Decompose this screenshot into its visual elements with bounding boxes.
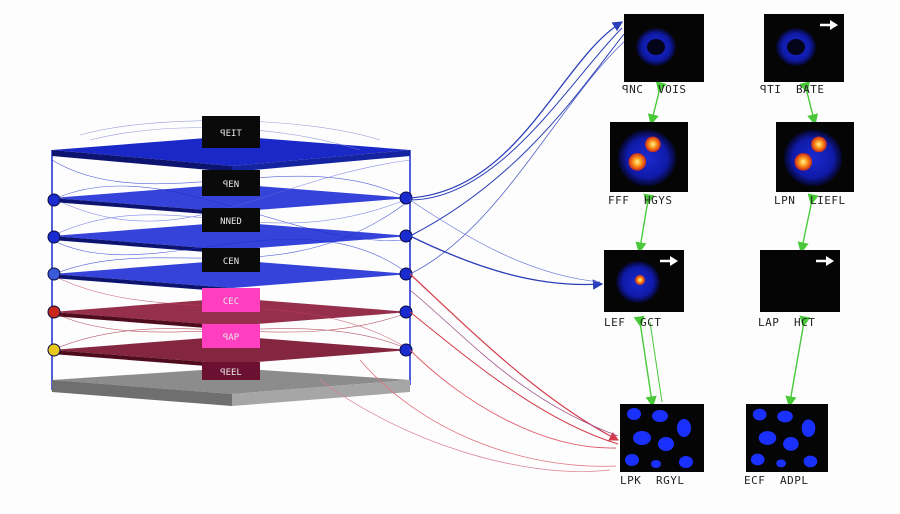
arrow-right-icon	[660, 256, 678, 266]
label-block-3: CEN	[202, 248, 260, 272]
label-block-0: ꟼEIT	[202, 116, 260, 148]
label-block-5-text: ꟼAP	[223, 333, 240, 343]
panel-p5-caption-left: LEF	[604, 316, 626, 329]
panel-p7-caption-right: RGYL	[656, 474, 685, 487]
label-block-2-text: NNED	[220, 217, 242, 227]
label-block-4: CEC	[202, 288, 260, 312]
panel-p8-caption-right: ADPL	[780, 474, 809, 487]
arrow-right-icon	[820, 20, 838, 30]
label-block-6: ꟼEEL	[202, 362, 260, 380]
panel-p6-caption-left: LAP	[758, 316, 780, 329]
label-block-2: NNED	[202, 208, 260, 232]
label-block-1-text: ꟼEN	[223, 180, 239, 190]
label-block-0-text: ꟼEIT	[220, 129, 242, 139]
blue-layer-1	[52, 136, 410, 172]
panel-p4-caption-right: LIEFL	[810, 194, 846, 207]
panel-p7-image	[620, 404, 704, 472]
label-block-3-text: CEN	[223, 257, 239, 267]
base-slab	[52, 368, 410, 394]
panel-p2-image	[764, 14, 844, 82]
red-layer-2	[52, 336, 410, 368]
panel-p3-image	[610, 122, 688, 192]
blue-layer-4	[52, 260, 410, 292]
panel-p6-caption-right: HCT	[794, 316, 816, 329]
panel-p1-caption-right: VOIS	[658, 83, 687, 96]
panel-p5-image	[604, 250, 684, 312]
panel-p1-caption-left: ꟼNC	[622, 83, 644, 96]
arrow-right-icon	[816, 256, 834, 266]
panel-p4-caption-left: LPN	[774, 194, 796, 207]
label-block-6-text: ꟼEEL	[220, 368, 242, 378]
panel-p3-caption-right: HGYS	[644, 194, 673, 207]
left-nodes	[47, 193, 61, 357]
panel-p8-caption-left: ECF	[744, 474, 766, 487]
panel-p6-image	[760, 250, 840, 312]
label-block-4-text: CEC	[223, 297, 239, 307]
connections	[319, 21, 819, 472]
label-block-1: ꟼEN	[202, 170, 260, 196]
panel-p2-caption-left: ꟼTI	[760, 83, 782, 96]
right-nodes	[399, 191, 413, 357]
panel-p3-caption-left: FFF	[608, 194, 630, 207]
blue-layer-2	[52, 184, 410, 216]
panel-p8-image	[746, 404, 828, 472]
panel-p7-caption-left: LPK	[620, 474, 642, 487]
panel-p4-image	[776, 122, 854, 192]
panel-p5-caption-right: GCT	[640, 316, 662, 329]
layer-stack: ꟼEIT ꟼEN NNED CEN CEC ꟼAP ꟼEEL	[47, 116, 413, 406]
label-block-5: ꟼAP	[202, 324, 260, 348]
panel-p1-image	[624, 14, 704, 82]
panel-p2-caption-right: BATE	[796, 83, 825, 96]
